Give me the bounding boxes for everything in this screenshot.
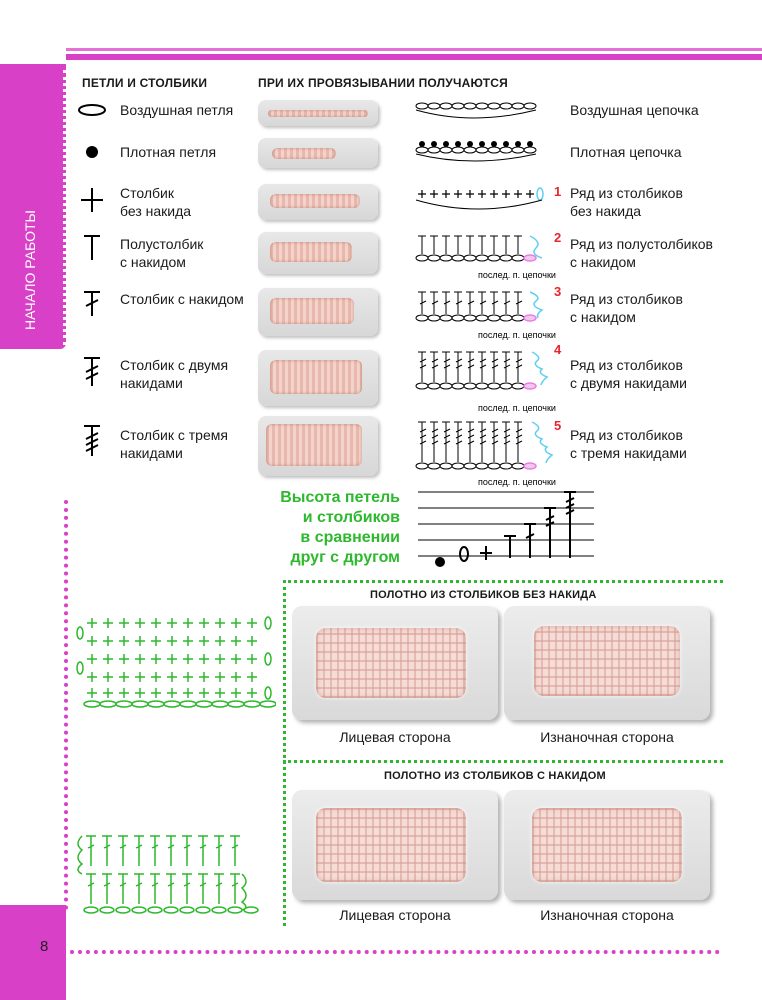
swatch-dtr — [258, 416, 378, 476]
swatch-slip — [258, 138, 378, 168]
height-comparison-diagram — [418, 491, 594, 567]
bottom-dotted-line — [70, 950, 720, 954]
panel-2-back-caption: Изнаночная сторона — [540, 907, 674, 923]
panel-1-back-photo — [504, 606, 710, 720]
chain-row-diagram — [415, 102, 537, 119]
stitch-name-chain: Воздушная петля — [120, 102, 234, 118]
swatch-hdc — [258, 232, 378, 274]
swatch-sc — [258, 184, 378, 220]
page-number: 8 — [40, 938, 49, 955]
tab-dotted-edge — [62, 70, 66, 345]
hdc-row-diagram — [415, 235, 543, 262]
comparison-title: Высота петель и столбиков в сравнении др… — [280, 489, 400, 566]
stitch-symbols — [78, 104, 106, 456]
stitch-name-slip: Плотная петля — [120, 144, 217, 160]
panel-2-front-photo — [292, 790, 498, 900]
swatch-chain — [258, 100, 378, 126]
t-two-slash-icon — [84, 357, 100, 386]
panel-1-front-caption: Лицевая сторона — [339, 729, 451, 745]
section-tab-label: НАЧАЛО РАБОТЫ — [22, 210, 38, 330]
chain-note-4: послед. п. цепочки — [478, 477, 556, 487]
panel-2-back-photo — [504, 790, 710, 900]
page-number-block — [0, 905, 66, 1000]
slip-row-diagram — [415, 141, 537, 162]
t-one-slash-icon — [84, 291, 100, 316]
tr-row-diagram — [415, 351, 549, 390]
stitch-name-tr: Столбик с двумя накидами — [120, 357, 229, 391]
sc-fabric-scheme — [76, 616, 276, 708]
panel-2-title: ПОЛОТНО ИЗ СТОЛБИКОВ С НАКИДОМ — [384, 770, 606, 782]
stitch-name-dc: Столбик с накидом — [120, 291, 244, 307]
stitch-name-dtr: Столбик с тремя накидами — [120, 427, 228, 461]
panel-1-title: ПОЛОТНО ИЗ СТОЛБИКОВ БЕЗ НАКИДА — [370, 589, 597, 601]
panels-frame — [283, 580, 723, 926]
panel-1-back-caption: Изнаночная сторона — [540, 729, 674, 745]
result-sc: Ряд из столбиков без накида — [570, 185, 683, 219]
dot-icon — [435, 557, 445, 567]
swatch-dc — [258, 288, 378, 336]
marker-2: 2 — [554, 230, 561, 245]
t-icon — [84, 235, 100, 260]
panels-divider — [283, 760, 723, 763]
chain-note-1: послед. п. цепочки — [478, 270, 556, 280]
chain-note-2: послед. п. цепочки — [478, 330, 556, 340]
header-stitches: ПЕТЛИ И СТОЛБИКИ — [82, 76, 208, 90]
ellipse-icon — [459, 546, 469, 562]
dot-icon — [86, 146, 98, 158]
result-dtr: Ряд из столбиков с тремя накидами — [570, 427, 687, 461]
result-diagrams: 1 2 послед. п. цепочки 3 послед. п. цепо… — [415, 102, 562, 487]
top-rule — [66, 48, 762, 62]
result-tr: Ряд из столбиков с двумя накидами — [570, 357, 687, 391]
t-three-slash-icon — [84, 425, 100, 456]
dc-fabric-scheme — [77, 835, 259, 914]
stitch-name-sc: Столбик без накида — [120, 185, 192, 219]
panel-2-front-caption: Лицевая сторона — [339, 907, 451, 923]
plus-icon — [81, 188, 103, 212]
result-chain: Воздушная цепочка — [570, 102, 699, 118]
chain-note-3: послед. п. цепочки — [478, 403, 556, 413]
sc-row-diagram — [415, 187, 544, 210]
swatch-tr — [258, 350, 378, 406]
stitch-name-hdc: Полустолбик с накидом — [120, 236, 204, 270]
result-dc: Ряд из столбиков с накидом — [570, 291, 683, 325]
result-slip: Плотная цепочка — [570, 144, 682, 160]
panel-1-front-photo — [292, 606, 498, 720]
header-results: ПРИ ИХ ПРОВЯЗЫВАНИИ ПОЛУЧАЮТСЯ — [258, 76, 508, 90]
section-tab: НАЧАЛО РАБОТЫ — [0, 64, 66, 349]
dtr-row-diagram — [415, 421, 554, 470]
left-dotted-line — [64, 500, 68, 910]
marker-5: 5 — [554, 418, 561, 433]
result-hdc: Ряд из полустолбиков с накидом — [570, 236, 713, 270]
ellipse-icon — [78, 104, 106, 116]
dc-row-diagram — [415, 291, 544, 322]
marker-3: 3 — [554, 284, 561, 299]
marker-4: 4 — [554, 342, 562, 357]
marker-1: 1 — [554, 184, 561, 199]
